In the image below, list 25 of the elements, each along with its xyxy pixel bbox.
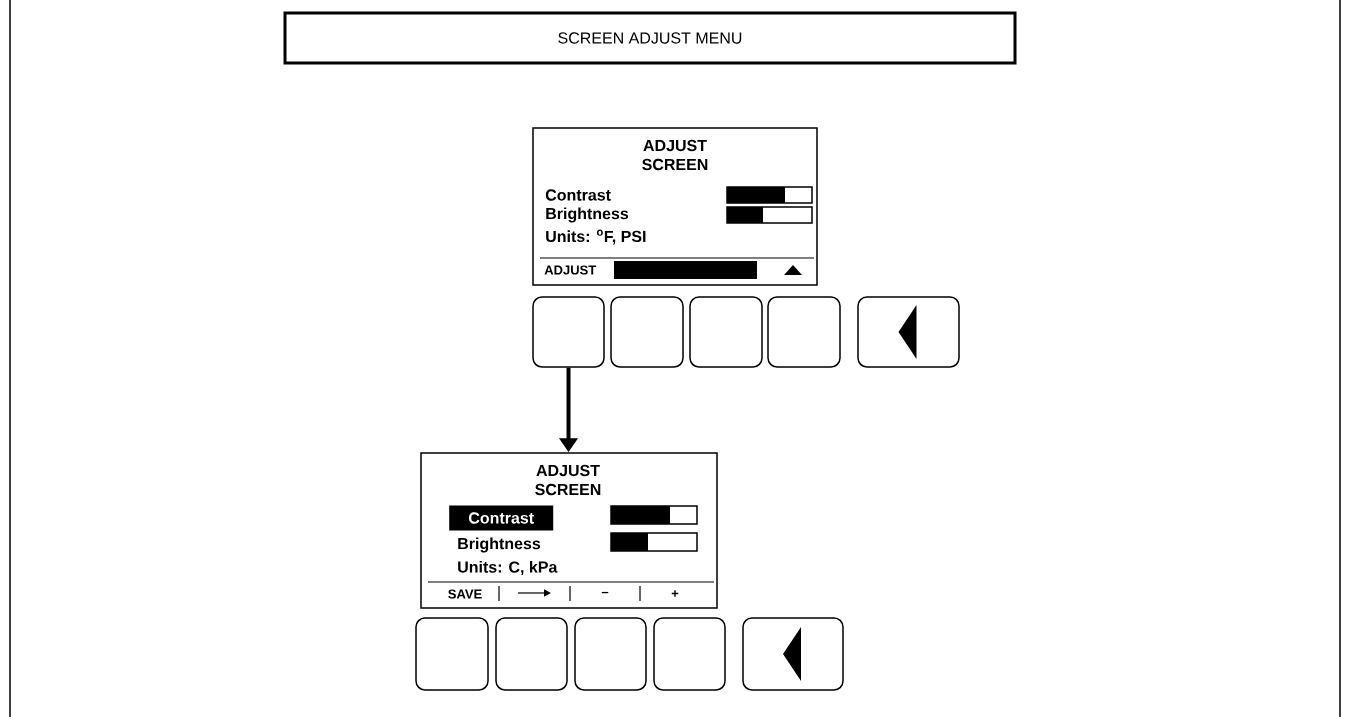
softkey-label: SAVE	[448, 589, 482, 599]
softkey-button	[532, 296, 605, 368]
units-text: Units: C, kPa	[458, 560, 558, 576]
highlighted-menu-item: Contrast	[449, 505, 554, 531]
softkey-button	[495, 617, 568, 691]
softkey-row-drawing: ADJUST	[544, 261, 757, 279]
title-box: SCREEN ADJUST MENU	[283, 11, 1017, 65]
softkey-button	[574, 617, 647, 691]
softkey-button	[653, 617, 726, 691]
units-text: Units: $^{o}$F, PSI	[546, 229, 646, 245]
menu-item: Contrast	[545, 189, 611, 201]
display-screen	[420, 452, 718, 609]
softkey-button	[610, 296, 684, 368]
softkey-button	[689, 296, 763, 368]
softkey-button	[415, 617, 489, 691]
softkey-label: +	[671, 590, 679, 597]
back-button	[742, 617, 844, 691]
back-button	[857, 296, 960, 368]
softkey-label: –	[601, 591, 609, 594]
menu-item: Brightness	[546, 207, 629, 223]
screen-title: ADJUST SCREEN	[535, 464, 601, 496]
display-screen	[532, 127, 818, 286]
screen-title: ADJUST SCREEN	[642, 139, 708, 171]
menu-item: Brightness	[458, 537, 541, 553]
softkey-button	[767, 296, 841, 368]
